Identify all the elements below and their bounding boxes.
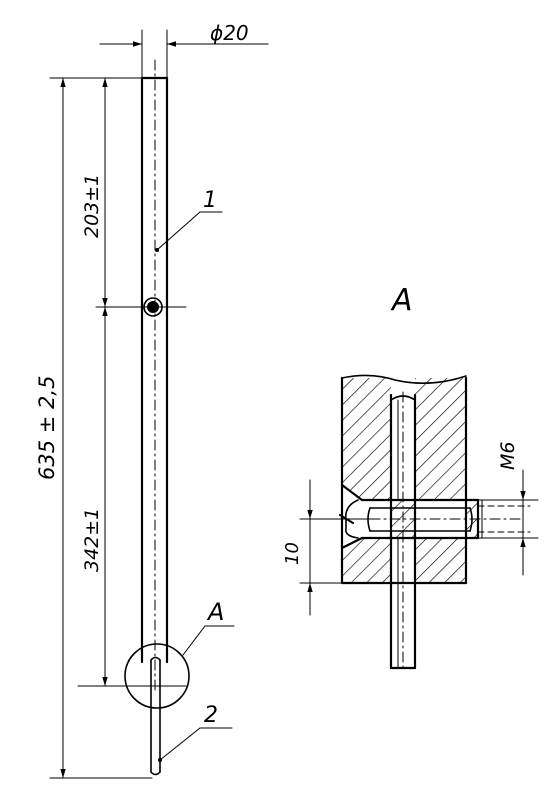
dimension-thread-m6: M6 xyxy=(477,442,539,576)
leader-part-2: 2 xyxy=(158,703,233,762)
diameter-label: ϕ20 xyxy=(210,21,249,45)
countersink xyxy=(340,483,364,550)
lower-length-label: 342±1 xyxy=(81,508,103,572)
detail-dim-label: 10 xyxy=(282,542,303,565)
detail-title: A xyxy=(390,283,413,318)
leader-detail-a: A xyxy=(182,598,235,656)
detail-ref-label: A xyxy=(206,598,224,626)
dimension-total-length: 635 ± 2,5 xyxy=(35,77,153,779)
leader-part-1: 1 xyxy=(155,188,223,252)
dimension-diameter: ϕ20 xyxy=(99,21,269,79)
dimension-upper-length: 203±1 xyxy=(81,77,187,308)
detail-view-a xyxy=(338,374,531,670)
upper-length-label: 203±1 xyxy=(81,174,103,238)
rod-view xyxy=(124,59,190,776)
part-2-label: 2 xyxy=(204,703,218,728)
total-length-label: 635 ± 2,5 xyxy=(35,376,59,480)
break-line xyxy=(341,374,467,384)
pin-end xyxy=(150,771,161,776)
screw-head xyxy=(344,519,359,539)
detail-body-section xyxy=(342,378,478,583)
thread-label: M6 xyxy=(497,442,519,470)
part-1-label: 1 xyxy=(203,188,217,213)
dimension-lower-length: 342±1 xyxy=(77,306,187,687)
detail-circle-a xyxy=(124,643,190,709)
dimension-detail-10: 10 xyxy=(282,479,371,616)
